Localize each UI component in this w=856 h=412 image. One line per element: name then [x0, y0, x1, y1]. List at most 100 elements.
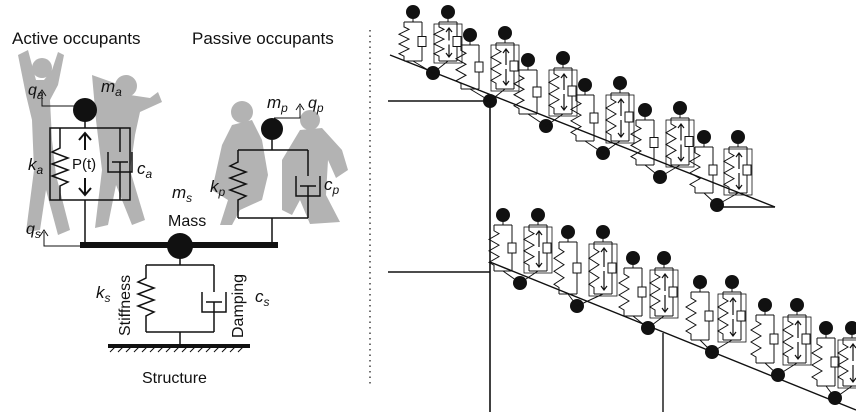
occupant-bottom-link: [545, 113, 572, 127]
occupant-damper: [572, 242, 582, 294]
occupant-spring: [489, 43, 503, 89]
occupant-top-bar: [756, 312, 774, 316]
occupant-spring: [811, 338, 823, 386]
force-label: P(t): [72, 156, 96, 173]
occupant-active-frame: [605, 94, 635, 144]
occupant-damper: [532, 70, 542, 114]
occupant-bottom-link: [624, 315, 649, 329]
occupant-mass-node: [845, 321, 856, 335]
occupant-mass-node: [441, 5, 455, 19]
occupant-spring: [837, 338, 849, 386]
ground-hatch: [109, 345, 245, 353]
occupant-bottom-link: [494, 270, 521, 284]
occupant-force-arrows: [794, 320, 802, 360]
occupant-mass-node: [626, 251, 640, 265]
occupant-damper: [736, 292, 746, 340]
occupant-bottom-link: [636, 164, 661, 178]
occupant-top-bar: [691, 289, 709, 293]
occupant-bottom-link: [489, 88, 514, 102]
occupant-damper: [769, 315, 779, 363]
occupant-force-arrows: [560, 73, 568, 111]
structure-mass-node: [167, 233, 193, 259]
passive-occupants-silhouettes: [212, 101, 348, 225]
occupant-bottom-link: [756, 362, 779, 376]
occupant-spring: [629, 120, 643, 165]
occupant-bottom-link: [404, 60, 434, 74]
passive-spring: [227, 150, 249, 218]
structure-label: Structure: [142, 370, 207, 387]
stiffness-label: Stiffness: [117, 275, 134, 336]
occupant-top-bar: [671, 115, 689, 119]
occupant-damper: [742, 147, 752, 193]
occupant-mass-node: [561, 225, 575, 239]
occupant-active-frame: [490, 44, 520, 92]
occupant-mass-node: [758, 298, 772, 312]
occupant-top-bar: [655, 265, 673, 269]
occupant-top-bar: [723, 289, 741, 293]
occupant-top-bar: [695, 144, 713, 148]
occupant-mass-node: [463, 28, 477, 42]
occupant-force-arrows: [735, 152, 743, 190]
occupant-spring: [487, 225, 501, 271]
structure-stiffness-label: ks: [96, 283, 111, 305]
occupant-spring: [685, 292, 697, 340]
active-person-left-silhouette: [18, 50, 70, 235]
active-spring: [49, 128, 71, 200]
passive-person-right-head: [300, 110, 320, 130]
occupant-spring: [750, 315, 762, 363]
occupant-damper: [684, 118, 694, 165]
occupant-mass-node: [578, 78, 592, 92]
occupant-damper: [801, 315, 811, 363]
occupant-force-arrows: [661, 273, 669, 313]
occupant-damper: [637, 268, 647, 316]
structure-spring: [135, 265, 157, 332]
occupant-top-bar: [439, 19, 457, 23]
occupant-mass-node: [731, 130, 745, 144]
occupant-mass-node: [697, 130, 711, 144]
upper-tier-beam: [389, 54, 776, 208]
occupant-mass-node: [790, 298, 804, 312]
damping-label: Damping: [230, 274, 247, 338]
occupant-spring: [665, 118, 677, 165]
active-occupants-silhouettes: [18, 50, 162, 235]
occupant-active-frame: [433, 23, 463, 64]
occupant-active-frame: [649, 269, 679, 319]
occupant-top-bar: [594, 239, 612, 243]
occupant-mass-node: [673, 101, 687, 115]
occupant-bottom-link: [519, 270, 547, 284]
occupant-damper: [607, 242, 617, 294]
occupant-force-arrows: [600, 247, 608, 291]
occupant-top-bar: [843, 335, 856, 339]
passive-person-right-silhouette: [282, 128, 348, 224]
occupant-mass-node: [406, 5, 420, 19]
occupant-top-bar: [529, 222, 547, 226]
occupant-active-frame: [588, 243, 618, 297]
occupant-bottom-link: [695, 192, 718, 206]
active-person-right-silhouette: [92, 75, 162, 228]
active-damping-label: ca: [137, 159, 153, 181]
occupant-bottom-link: [834, 385, 856, 399]
lower-tier-beam: [489, 261, 856, 411]
occupant-top-bar: [611, 90, 629, 94]
occupant-force-arrows: [677, 123, 685, 162]
occupant-top-bar: [788, 312, 806, 316]
passive-damping-label: cp: [324, 175, 340, 197]
passive-occupants-title: Passive occupants: [192, 29, 334, 48]
occupant-bottom-link: [602, 140, 629, 154]
occupant-mass-node: [531, 208, 545, 222]
occupant-mass-node: [638, 103, 652, 117]
passive-mass-node: [261, 118, 283, 140]
occupant-damper: [589, 95, 599, 141]
occupant-damper: [509, 43, 519, 89]
active-person-right-head: [115, 75, 137, 97]
force-arrow-up: [78, 131, 92, 150]
active-mass-node: [73, 98, 97, 122]
occupant-bottom-link: [461, 88, 491, 102]
occupant-force-arrows: [617, 98, 625, 138]
passive-person-left-head: [231, 101, 253, 123]
structure-damping-label: cs: [255, 287, 270, 309]
structure-damper: [201, 265, 227, 332]
occupant-top-bar: [636, 117, 654, 121]
occupant-bottom-link: [647, 315, 673, 329]
occupant-mass-node: [498, 26, 512, 40]
